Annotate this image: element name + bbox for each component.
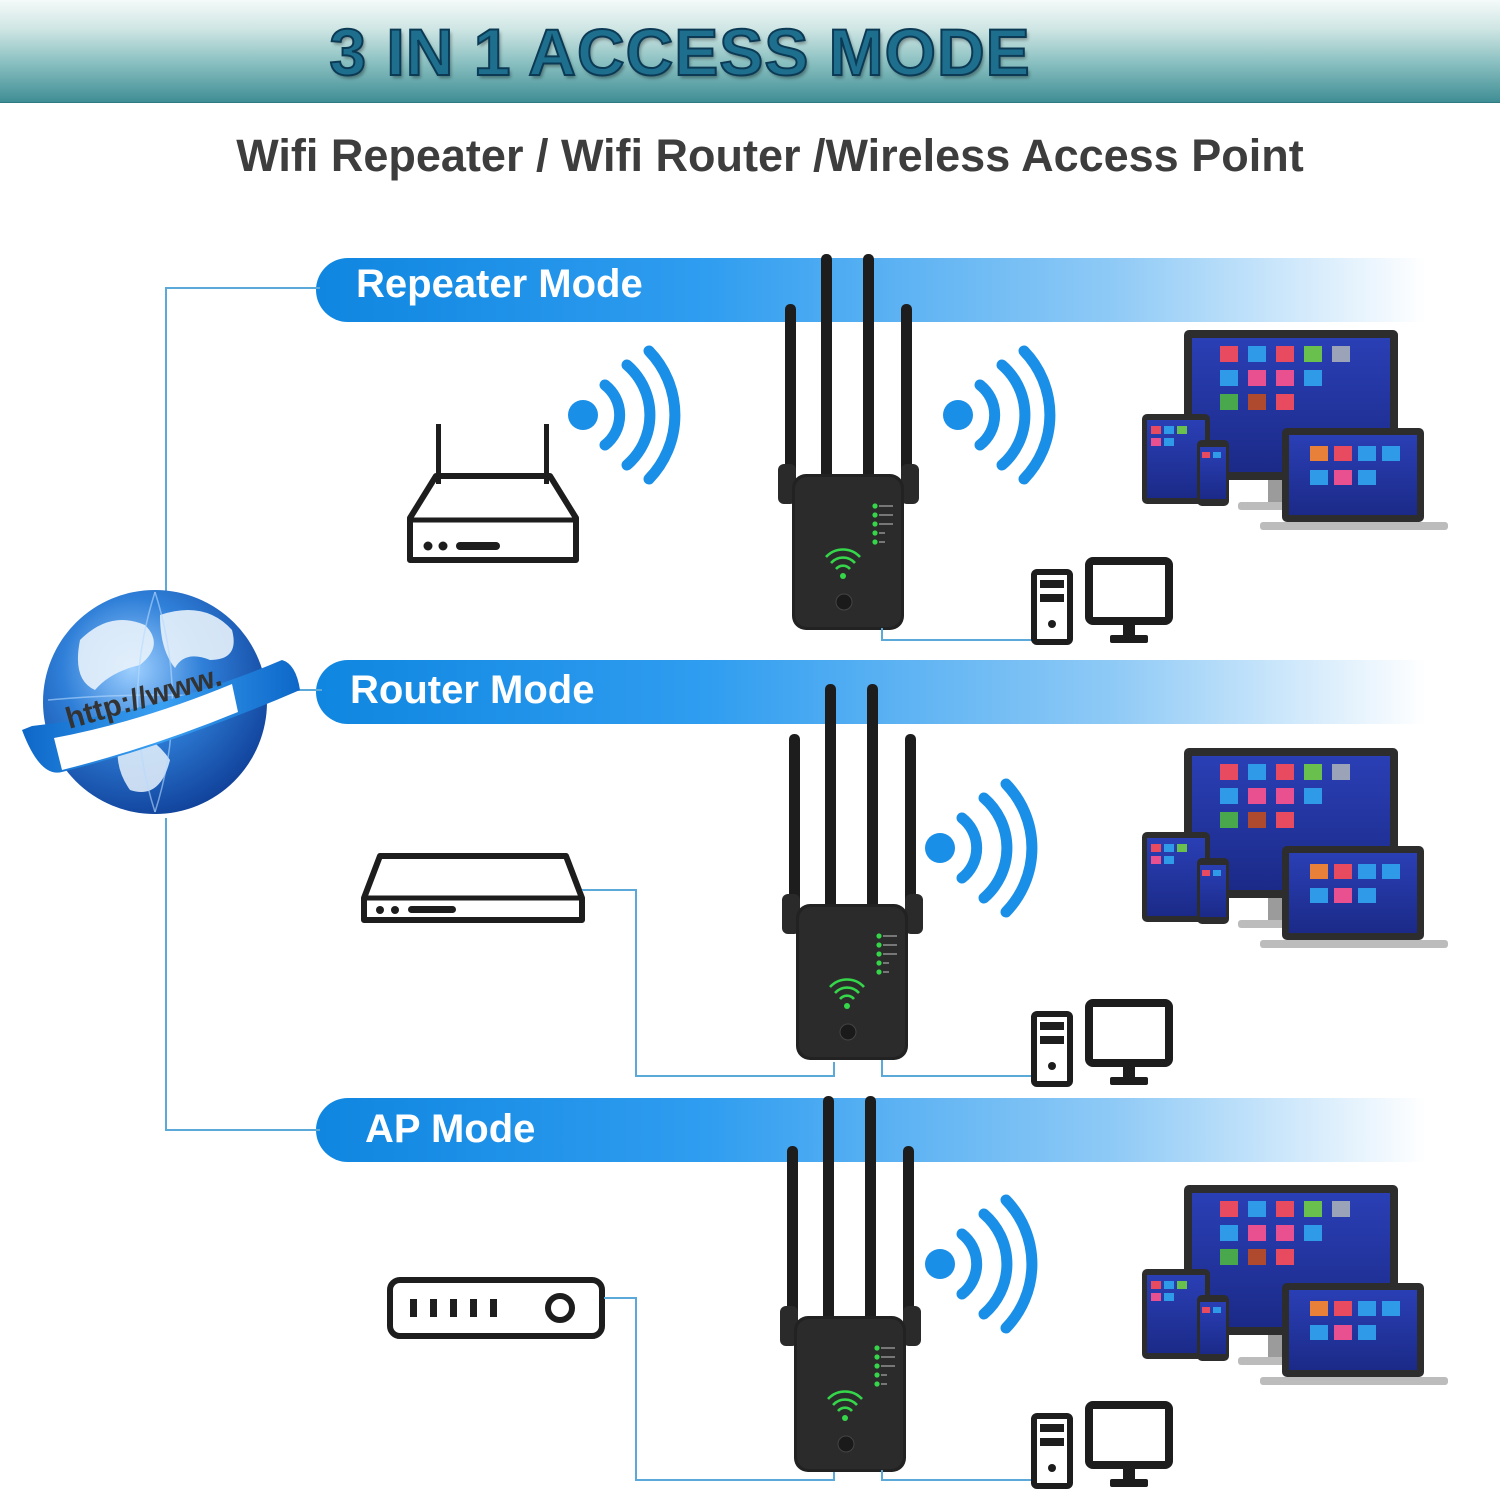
extender-device bbox=[776, 252, 921, 632]
extender-device bbox=[778, 1094, 923, 1474]
wifi-signal-icon bbox=[568, 351, 675, 479]
desktop-pc-icon bbox=[1034, 1003, 1169, 1085]
ethernet-cable bbox=[881, 628, 1036, 641]
ethernet-cable bbox=[881, 1060, 1036, 1077]
globe-icon bbox=[22, 590, 300, 814]
network-switch-icon bbox=[387, 1277, 605, 1339]
page-subtitle: Wifi Repeater / Wifi Router /Wireless Ac… bbox=[236, 130, 1304, 181]
mode-label-repeater: Repeater Mode bbox=[356, 262, 643, 306]
wifi-signal-icon bbox=[943, 351, 1050, 479]
client-devices-icon bbox=[1142, 748, 1448, 948]
client-devices-icon bbox=[1142, 1185, 1448, 1385]
main-router-icon bbox=[407, 424, 579, 563]
ethernet-cable bbox=[582, 889, 835, 1077]
desktop-pc-icon bbox=[1034, 1405, 1169, 1487]
router-row bbox=[361, 682, 1448, 1085]
extender-device bbox=[780, 682, 925, 1062]
ethernet-cable bbox=[604, 1297, 835, 1481]
page-title: 3 IN 1 ACCESS MODE bbox=[328, 14, 1031, 90]
mode-label-router: Router Mode bbox=[350, 668, 595, 712]
ethernet-cable bbox=[881, 1470, 1036, 1481]
client-devices-icon bbox=[1142, 330, 1448, 530]
modem-icon bbox=[361, 853, 585, 923]
header-banner: 3 IN 1 ACCESS MODE bbox=[0, 0, 1500, 103]
desktop-pc-icon bbox=[1034, 561, 1169, 643]
ap-row bbox=[387, 1094, 1448, 1487]
wifi-signal-icon bbox=[925, 784, 1032, 912]
mode-label-ap: AP Mode bbox=[365, 1107, 536, 1151]
repeater-row bbox=[407, 252, 1448, 643]
wifi-signal-icon bbox=[925, 1200, 1032, 1328]
